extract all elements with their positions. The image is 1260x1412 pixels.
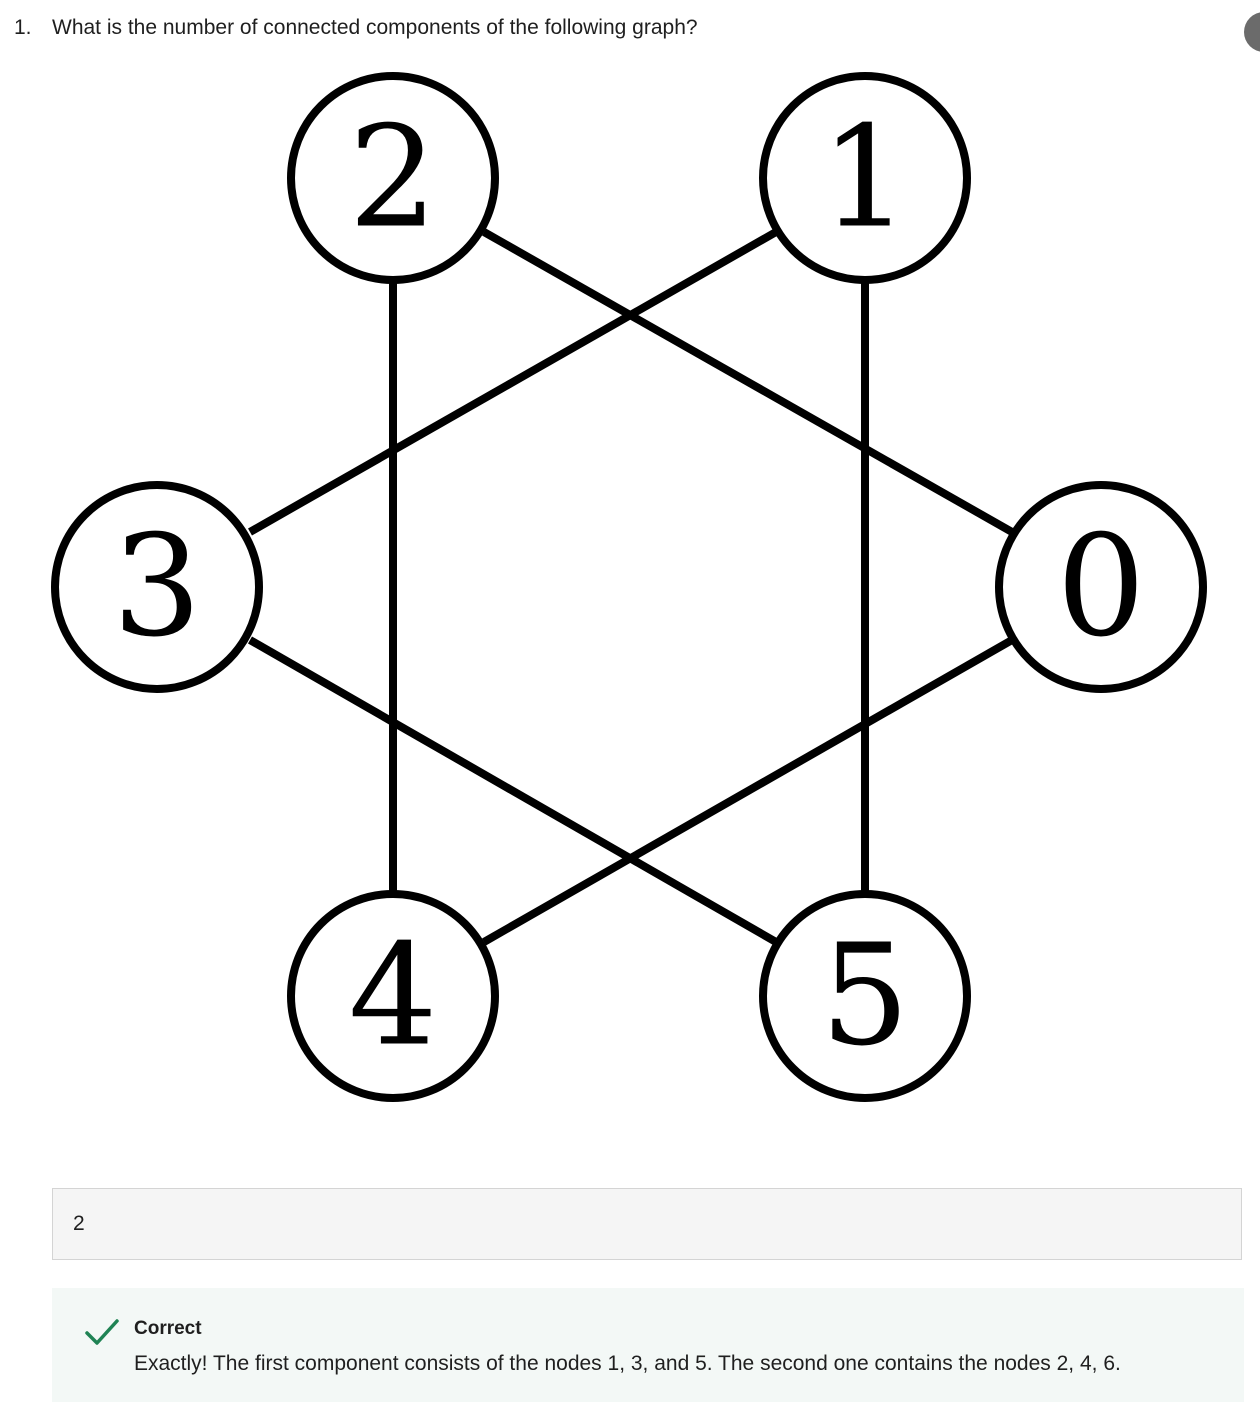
scroll-indicator[interactable] xyxy=(1244,12,1260,52)
graph-node-2: 2 xyxy=(287,72,499,284)
graph-node-1: 1 xyxy=(759,72,971,284)
feedback-panel: Correct Exactly! The first component con… xyxy=(52,1288,1244,1402)
node-label-0: 0 xyxy=(1056,506,1145,669)
question-text: What is the number of connected componen… xyxy=(52,16,698,39)
node-label-4: 4 xyxy=(348,915,437,1078)
node-label-2: 2 xyxy=(348,97,437,260)
question-header: 1. What is the number of connected compon… xyxy=(14,14,698,42)
graph-edges xyxy=(248,228,1014,946)
graph-node-0: 0 xyxy=(995,481,1207,693)
edge-1-3 xyxy=(248,228,778,536)
question-number: 1. xyxy=(14,16,32,39)
graph-svg: 2 1 3 0 4 5 xyxy=(51,72,1207,1102)
answer-value: 2 xyxy=(73,1212,85,1235)
graph-nodes: 2 1 3 0 4 5 xyxy=(51,72,1207,1102)
graph-node-3: 3 xyxy=(51,481,263,693)
node-label-1: 1 xyxy=(820,97,909,260)
edge-0-4 xyxy=(482,636,1014,946)
node-label-5: 5 xyxy=(820,915,909,1078)
feedback-status: Correct xyxy=(134,1318,202,1339)
graph-node-5: 5 xyxy=(759,890,971,1102)
edge-3-5 xyxy=(248,636,778,946)
graph-figure: 2 1 3 0 4 5 xyxy=(0,60,1260,1120)
answer-input[interactable]: 2 xyxy=(52,1188,1242,1260)
graph-node-4: 4 xyxy=(287,890,499,1102)
feedback-message: Exactly! The first component consists of… xyxy=(134,1352,1121,1375)
edge-2-0 xyxy=(482,228,1014,536)
node-label-3: 3 xyxy=(112,506,201,669)
check-icon xyxy=(85,1319,119,1345)
